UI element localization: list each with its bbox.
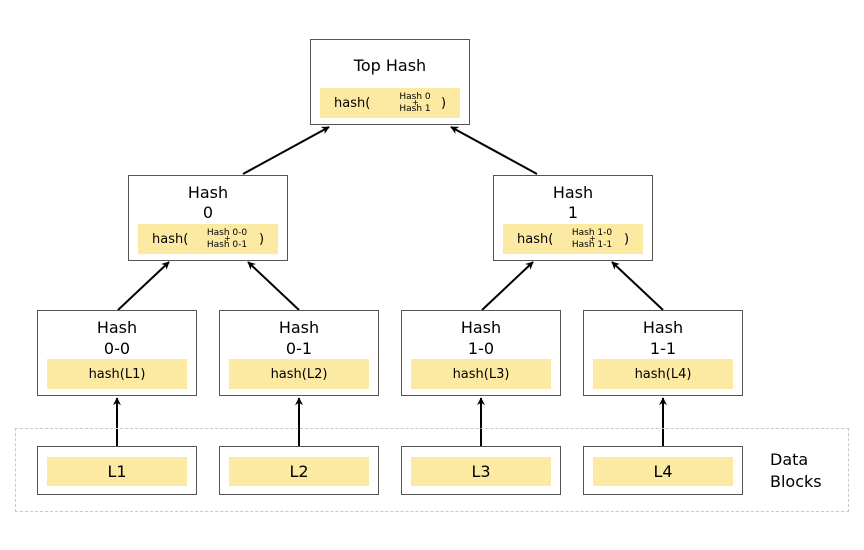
data-blocks-frame bbox=[15, 428, 849, 512]
formula-arg2: Hash 1 bbox=[399, 104, 431, 114]
hash-0-0-formula: hash(L1) bbox=[47, 359, 187, 389]
hash-1-title-line1: Hash bbox=[552, 183, 594, 202]
data-block-label: L4 bbox=[653, 462, 673, 481]
data-block-fill: L4 bbox=[593, 457, 733, 486]
hash-0-title-line1: Hash bbox=[187, 183, 229, 202]
formula-arg2: Hash 1-1 bbox=[571, 240, 613, 250]
hash-1-1-title-line1: Hash bbox=[642, 318, 684, 337]
arrow-hash10-to-hash1 bbox=[481, 261, 534, 311]
hash-0-1-formula: hash(L2) bbox=[229, 359, 369, 389]
data-block-label: L3 bbox=[471, 462, 491, 481]
formula-suffix: ) bbox=[624, 231, 630, 247]
hash-0-formula: hash( Hash 0-0 + Hash 0-1 ) bbox=[138, 224, 278, 254]
hash-1-0-node: Hash 1-0 hash(L3) bbox=[401, 310, 561, 396]
data-blocks-label-line2: Blocks bbox=[770, 472, 822, 491]
data-block-l4: L4 bbox=[583, 446, 743, 495]
formula-arg2: Hash 0-1 bbox=[206, 240, 248, 250]
data-block-fill: L1 bbox=[47, 457, 187, 486]
top-hash-node: Top Hash hash( Hash 0 + Hash 1 ) bbox=[310, 39, 470, 125]
hash-0-1-title-line1: Hash bbox=[278, 318, 320, 337]
top-hash-title: Top Hash bbox=[353, 56, 427, 75]
hash-1-0-formula: hash(L3) bbox=[411, 359, 551, 389]
top-hash-formula: hash( Hash 0 + Hash 1 ) bbox=[320, 88, 460, 118]
arrow-hash01-to-hash0 bbox=[247, 261, 300, 311]
data-block-l1: L1 bbox=[37, 446, 197, 495]
arrow-hash11-to-hash1 bbox=[611, 261, 664, 311]
arrow-hash00-to-hash0 bbox=[117, 261, 170, 311]
formula-plus: + bbox=[224, 234, 231, 243]
hash-1-0-title-line1: Hash bbox=[460, 318, 502, 337]
data-block-fill: L3 bbox=[411, 457, 551, 486]
formula-text: hash(L4) bbox=[634, 366, 692, 382]
formula-plus: + bbox=[589, 234, 596, 243]
hash-0-title-line2: 0 bbox=[202, 203, 214, 222]
formula-arg1: Hash 0 bbox=[399, 92, 431, 102]
data-blocks-label: Data Blocks bbox=[770, 449, 822, 493]
hash-0-1-node: Hash 0-1 hash(L2) bbox=[219, 310, 379, 396]
hash-1-1-formula: hash(L4) bbox=[593, 359, 733, 389]
hash-1-1-title-line2: 1-1 bbox=[649, 339, 677, 358]
hash-1-node: Hash 1 hash( Hash 1-0 + Hash 1-1 ) bbox=[493, 175, 653, 261]
formula-text: hash(L3) bbox=[452, 366, 510, 382]
formula-text: hash(L1) bbox=[88, 366, 146, 382]
formula-arg1: Hash 1-0 bbox=[571, 228, 613, 238]
hash-1-formula: hash( Hash 1-0 + Hash 1-1 ) bbox=[503, 224, 643, 254]
data-blocks-label-line1: Data bbox=[770, 450, 809, 469]
formula-suffix: ) bbox=[259, 231, 265, 247]
formula-prefix: hash( bbox=[334, 95, 371, 111]
data-block-label: L1 bbox=[107, 462, 127, 481]
hash-0-0-title-line1: Hash bbox=[96, 318, 138, 337]
formula-plus: + bbox=[412, 98, 419, 107]
formula-prefix: hash( bbox=[152, 231, 189, 247]
hash-0-1-title-line2: 0-1 bbox=[285, 339, 313, 358]
hash-0-0-title-line2: 0-0 bbox=[103, 339, 131, 358]
hash-1-title-line2: 1 bbox=[567, 203, 579, 222]
data-block-l3: L3 bbox=[401, 446, 561, 495]
formula-suffix: ) bbox=[441, 95, 447, 111]
formula-arg1: Hash 0-0 bbox=[206, 228, 248, 238]
formula-text: hash(L2) bbox=[270, 366, 328, 382]
hash-0-0-node: Hash 0-0 hash(L1) bbox=[37, 310, 197, 396]
data-block-l2: L2 bbox=[219, 446, 379, 495]
hash-0-node: Hash 0 hash( Hash 0-0 + Hash 0-1 ) bbox=[128, 175, 288, 261]
hash-1-0-title-line2: 1-0 bbox=[467, 339, 495, 358]
arrow-hash0-to-top bbox=[242, 126, 330, 175]
data-block-label: L2 bbox=[289, 462, 309, 481]
formula-prefix: hash( bbox=[517, 231, 554, 247]
data-block-fill: L2 bbox=[229, 457, 369, 486]
hash-1-1-node: Hash 1-1 hash(L4) bbox=[583, 310, 743, 396]
arrow-hash1-to-top bbox=[450, 126, 538, 175]
